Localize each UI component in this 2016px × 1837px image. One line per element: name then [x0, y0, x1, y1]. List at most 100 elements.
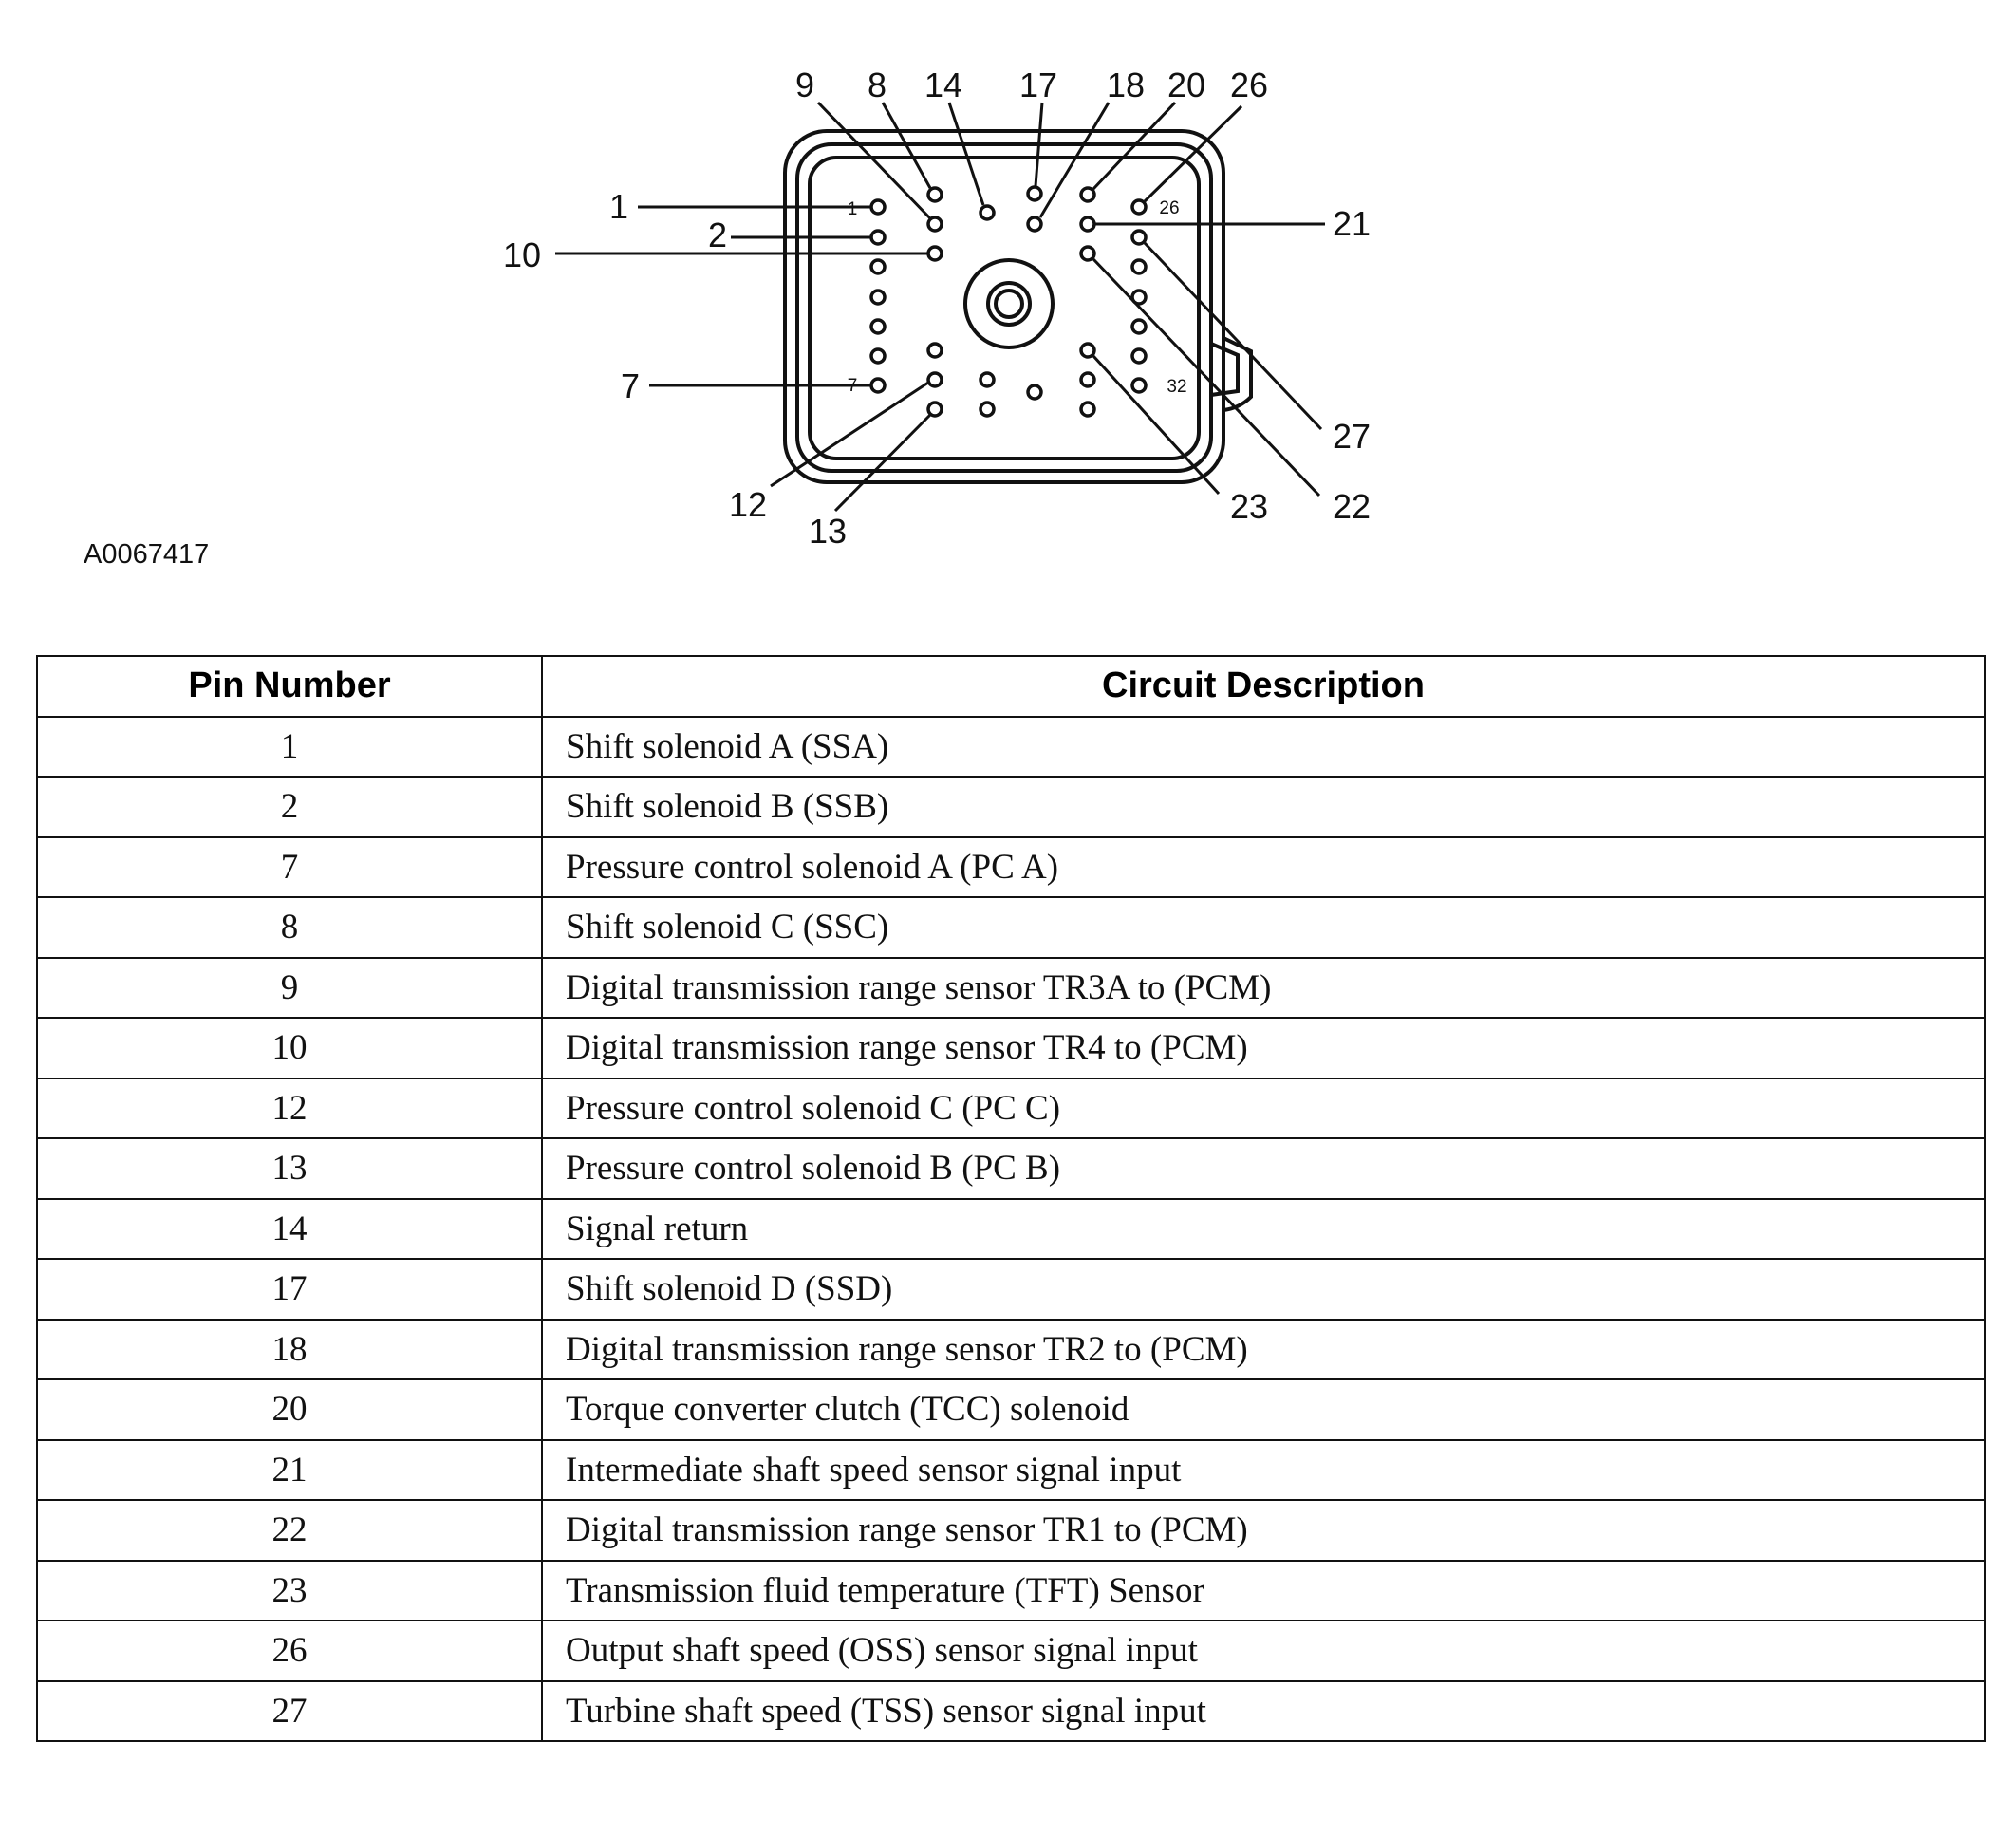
- pin-number-cell: 1: [36, 715, 543, 778]
- circuit-description-cell: Transmission fluid temperature (TFT) Sen…: [541, 1559, 1986, 1621]
- cavity: [869, 318, 887, 335]
- figure-id: A0067417: [84, 539, 210, 570]
- callout-2: 2: [708, 216, 727, 254]
- callout-1: 1: [609, 187, 628, 226]
- circuit-description-cell: Pressure control solenoid B (PC B): [541, 1137, 1986, 1200]
- pin-number-cell: 7: [36, 835, 543, 898]
- pin-number-cell: 9: [36, 956, 543, 1019]
- cavity: [926, 186, 943, 203]
- circuit-description-cell: Shift solenoid A (SSA): [541, 715, 1986, 778]
- callout-12: 12: [729, 485, 767, 524]
- callout-8: 8: [868, 66, 887, 104]
- cavity: [1130, 318, 1148, 335]
- leader-line-18: [1038, 102, 1111, 218]
- cavity: [979, 371, 996, 388]
- cavity: [1130, 258, 1148, 275]
- callout-13: 13: [809, 512, 847, 551]
- cavity: [1079, 401, 1096, 418]
- leader-line-23: [1092, 354, 1221, 496]
- leader-line-22: [1092, 257, 1321, 497]
- cavity-label-26: 26: [1159, 198, 1179, 218]
- cavity: [1079, 186, 1096, 203]
- cavity: [979, 204, 996, 221]
- circuit-description-cell: Shift solenoid D (SSD): [541, 1258, 1986, 1321]
- pin-number-cell: 13: [36, 1137, 543, 1200]
- callout-18: 18: [1107, 66, 1145, 104]
- circuit-description-cell: Output shaft speed (OSS) sensor signal i…: [541, 1620, 1986, 1682]
- pin-number-cell: 10: [36, 1017, 543, 1079]
- callout-20: 20: [1167, 66, 1205, 104]
- leader-line-9: [816, 101, 932, 220]
- connector-latch-inner: [1210, 342, 1240, 397]
- cavity: [1130, 229, 1148, 246]
- pin-number-cell: 8: [36, 896, 543, 959]
- callout-7: 7: [621, 366, 640, 405]
- pin-number-cell: 20: [36, 1378, 543, 1441]
- pin-number-cell: 22: [36, 1499, 543, 1562]
- circuit-description-cell: Shift solenoid B (SSB): [541, 776, 1986, 838]
- cavity-label-7: 7: [848, 376, 858, 396]
- pin-number-cell: 12: [36, 1077, 543, 1139]
- center-post-inner: [994, 289, 1024, 319]
- center-post-mid: [986, 281, 1032, 327]
- pin-number-cell: 18: [36, 1318, 543, 1380]
- pin-number-cell: 2: [36, 776, 543, 838]
- cavity: [869, 229, 887, 246]
- pin-number-cell: 17: [36, 1258, 543, 1321]
- cavity: [1026, 216, 1043, 233]
- pin-number-cell: 14: [36, 1197, 543, 1260]
- cavity: [1130, 289, 1148, 306]
- leader-line-8: [881, 102, 932, 189]
- connector-inner-shell: [808, 156, 1201, 460]
- circuit-description-cell: Pressure control solenoid A (PC A): [541, 835, 1986, 898]
- circuit-description-cell: Digital transmission range sensor TR2 to…: [541, 1318, 1986, 1380]
- leader-line-17: [1034, 102, 1044, 187]
- pin-number-cell: 21: [36, 1438, 543, 1501]
- cavity: [869, 198, 887, 216]
- connector-outer-shell: [783, 129, 1225, 484]
- callout-9: 9: [795, 66, 814, 104]
- leader-line-13: [833, 413, 932, 513]
- callout-22: 22: [1333, 487, 1371, 526]
- cavity: [1130, 347, 1148, 365]
- pin-number-cell: 27: [36, 1679, 543, 1742]
- circuit-description-cell: Torque converter clutch (TCC) solenoid: [541, 1378, 1986, 1441]
- circuit-description-cell: Shift solenoid C (SSC): [541, 896, 1986, 959]
- cavity: [926, 216, 943, 233]
- cavity: [979, 401, 996, 418]
- callout-23: 23: [1230, 487, 1268, 526]
- circuit-description-cell: Digital transmission range sensor TR4 to…: [541, 1017, 1986, 1079]
- callout-17: 17: [1019, 66, 1057, 104]
- leader-line-26: [1143, 104, 1243, 203]
- leader-line-14: [947, 102, 985, 206]
- header-pin-number: Pin Number: [36, 655, 543, 718]
- cavity: [926, 342, 943, 359]
- cavity: [1079, 371, 1096, 388]
- cavity: [869, 289, 887, 306]
- cavity: [926, 401, 943, 418]
- callout-21: 21: [1333, 204, 1371, 243]
- callout-27: 27: [1333, 417, 1371, 456]
- cavity: [926, 371, 943, 388]
- callout-14: 14: [924, 66, 962, 104]
- header-circuit-description: Circuit Description: [541, 655, 1986, 718]
- cavity: [869, 258, 887, 275]
- cavity: [926, 245, 943, 262]
- cavity: [1026, 185, 1043, 202]
- leader-line-12: [770, 381, 929, 488]
- cavity: [1079, 245, 1096, 262]
- circuit-description-cell: Turbine shaft speed (TSS) sensor signal …: [541, 1679, 1986, 1742]
